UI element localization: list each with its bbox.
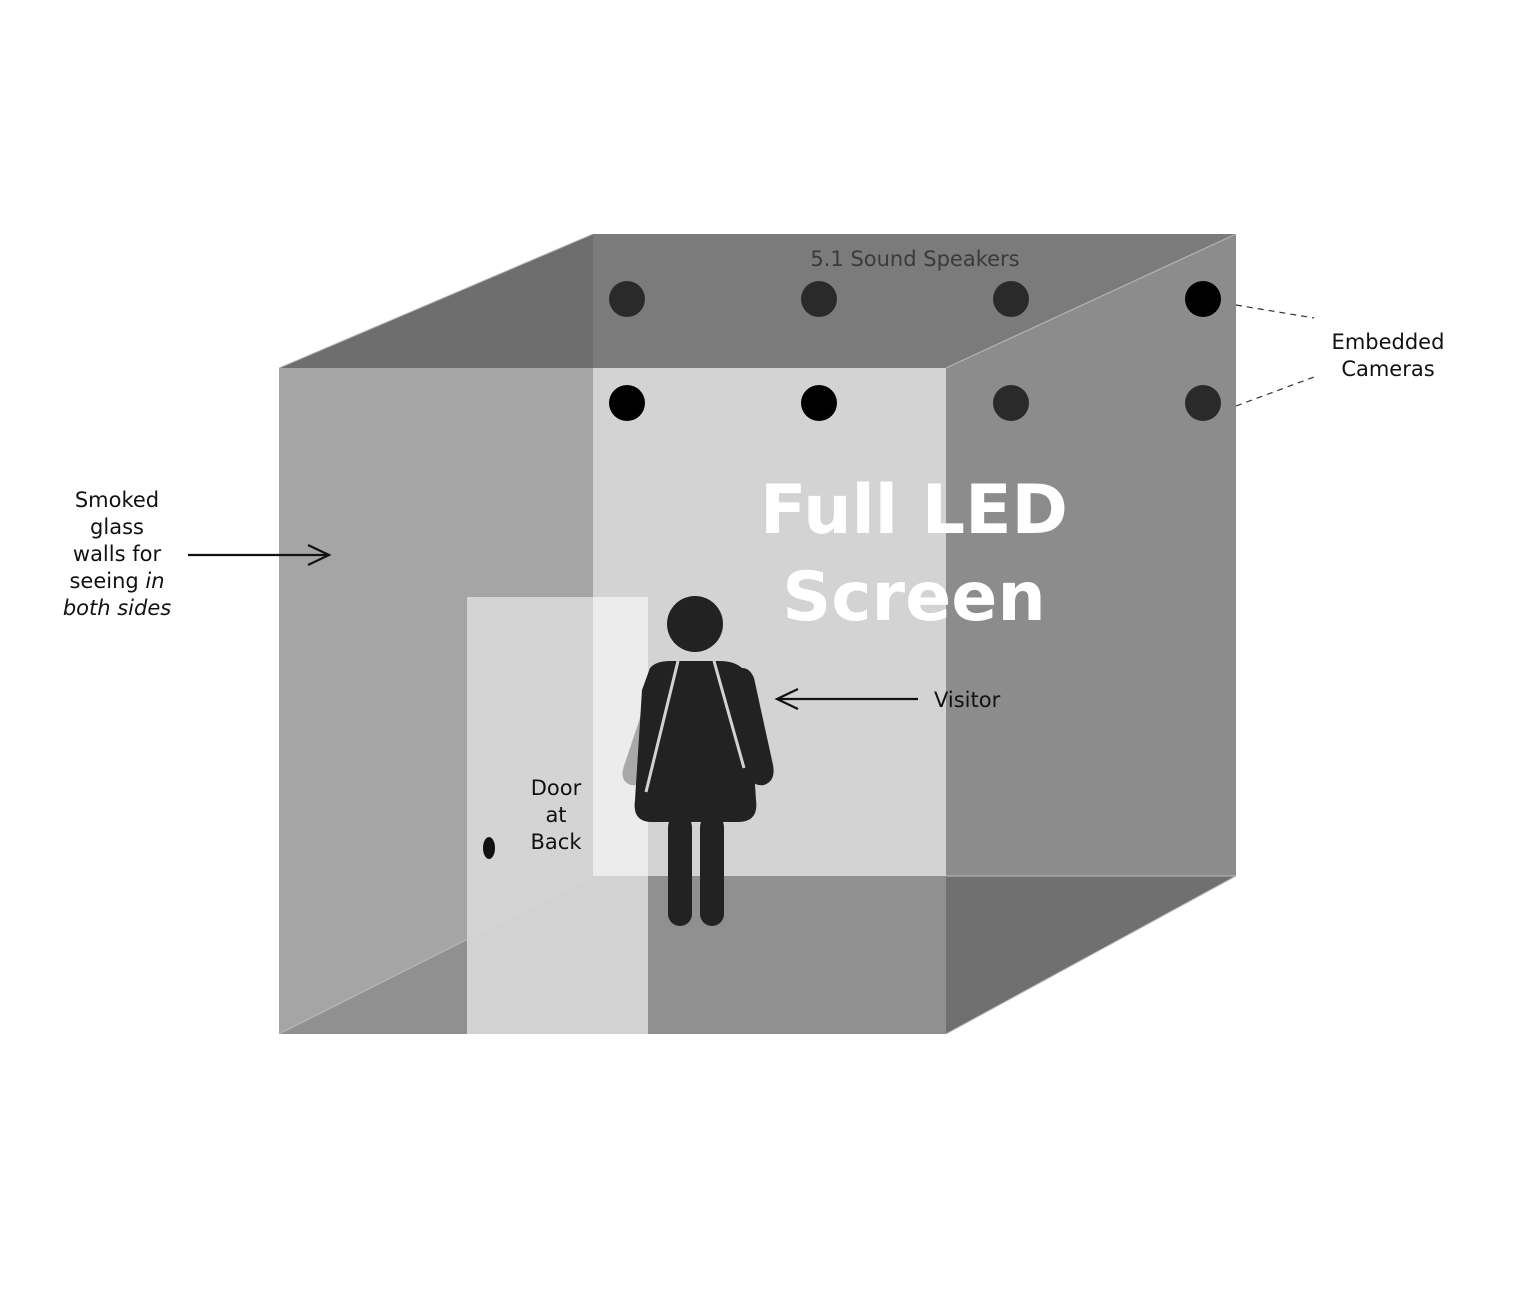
camera-leader-line-upper	[1235, 304, 1315, 319]
walls-arrow-head	[307, 544, 332, 566]
speaker-icon	[1185, 385, 1221, 421]
walls-label-line4: seeing in	[69, 569, 164, 593]
visitor-label: Visitor	[934, 688, 1001, 712]
door-label-line3: Back	[531, 830, 583, 854]
walls-label-line5: both sides	[63, 596, 171, 620]
visitor-arm-right	[728, 668, 774, 786]
visitor-leg-left	[668, 815, 692, 926]
walls-label-line2: glass	[90, 515, 144, 539]
camera-leader-line-lower	[1235, 376, 1315, 407]
cameras-annotation: Embedded Cameras	[1235, 304, 1445, 407]
visitor-head	[667, 596, 723, 652]
walls-label-line4-italic: in	[145, 569, 164, 593]
led-screen-title-line1: Full LED	[760, 471, 1068, 550]
door-label-line1: Door	[531, 776, 582, 800]
cameras-label-line1: Embedded	[1332, 330, 1445, 354]
camera-icon	[609, 385, 645, 421]
speaker-icon	[993, 281, 1029, 317]
visitor-annotation: Visitor	[774, 688, 1001, 712]
walls-label-line1: Smoked	[75, 488, 159, 512]
camera-icon	[801, 385, 837, 421]
visitor-figure	[622, 596, 774, 926]
speaker-icon	[993, 385, 1029, 421]
visitor-strap-right	[712, 660, 746, 769]
camera-icon	[1185, 281, 1221, 317]
visitor-strap-left	[644, 660, 680, 793]
led-screen-label: Full LED Screen	[760, 471, 1068, 637]
cameras-label-line2: Cameras	[1341, 357, 1434, 381]
door-label-line2: at	[545, 803, 566, 827]
walls-label-line4-plain: seeing	[69, 569, 145, 593]
ceiling-back	[593, 234, 1236, 368]
speaker-camera-grid	[609, 281, 1221, 421]
door-knob	[483, 837, 495, 859]
speakers-label: 5.1 Sound Speakers	[810, 247, 1019, 271]
walls-annotation: Smoked glass walls for seeing in both si…	[63, 488, 332, 620]
visitor-arrow-head	[774, 688, 799, 710]
walls-label-line3: walls for	[73, 542, 162, 566]
speaker-icon	[609, 281, 645, 317]
visitor-leg-right	[700, 815, 724, 926]
led-screen-title-line2: Screen	[782, 558, 1045, 637]
speaker-icon	[801, 281, 837, 317]
door-annotation: Door at Back	[531, 776, 583, 854]
